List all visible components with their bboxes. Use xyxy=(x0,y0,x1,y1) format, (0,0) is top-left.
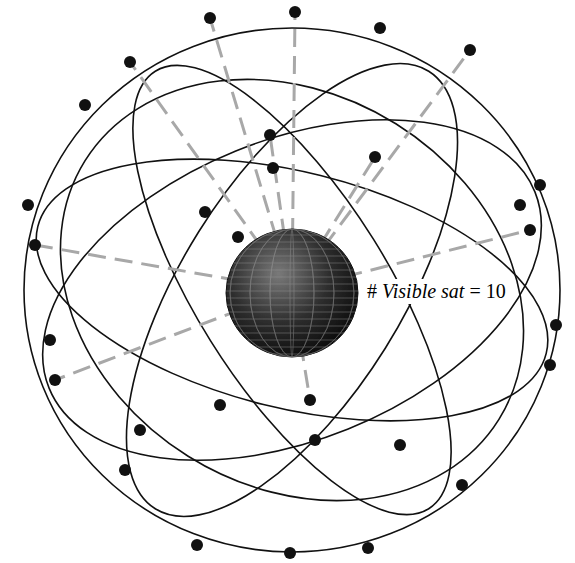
satellite-dots xyxy=(22,6,562,559)
latitude-line xyxy=(220,319,365,320)
annotation-text: Visible sat xyxy=(382,280,464,303)
latitude-line xyxy=(220,270,365,271)
satellite-dot xyxy=(214,399,226,411)
annotation-text: # xyxy=(367,280,377,303)
satellite-dot xyxy=(204,12,216,24)
satellite-dot xyxy=(550,319,562,331)
satellite-dot xyxy=(232,231,244,243)
satellite-dot xyxy=(267,162,279,174)
latitude-line xyxy=(220,347,365,348)
longitude-line xyxy=(270,229,314,357)
satellite-dot xyxy=(44,334,56,346)
latitude-line xyxy=(220,333,365,334)
satellite-dot xyxy=(289,6,301,18)
satellite-dot xyxy=(394,439,406,451)
latitude-line xyxy=(220,340,365,341)
satellite-dot xyxy=(362,542,374,554)
satellite-dot xyxy=(199,206,211,218)
longitude-line xyxy=(230,229,354,357)
satellite-dot xyxy=(464,44,476,56)
satellite-dot xyxy=(374,22,386,34)
longitude-line xyxy=(250,229,334,357)
latitude-line xyxy=(220,263,365,264)
latitude-line xyxy=(220,284,365,285)
longitude-line xyxy=(250,229,334,357)
latitude-line xyxy=(220,291,365,292)
satellite-dot xyxy=(369,151,381,163)
satellite-dot xyxy=(524,224,536,236)
orbit-ellipse xyxy=(24,28,560,552)
satellite-dot xyxy=(29,239,41,251)
latitude-line xyxy=(220,312,365,313)
longitude-line xyxy=(290,229,294,357)
latitude-line xyxy=(220,298,365,299)
longitude-line xyxy=(270,229,314,357)
satellite-dot xyxy=(534,179,546,191)
satellite-dot xyxy=(134,424,146,436)
satellite-dot xyxy=(304,394,316,406)
satellite-dot xyxy=(264,129,276,141)
satellite-dot xyxy=(22,199,34,211)
orbit-ellipse xyxy=(0,53,575,527)
latitude-line xyxy=(220,326,365,327)
longitude-line xyxy=(230,229,354,357)
earth-sphere xyxy=(220,229,365,357)
satellite-dot xyxy=(514,199,526,211)
latitude-line xyxy=(220,305,365,306)
satellite-dot xyxy=(284,547,296,559)
latitude-line xyxy=(220,277,365,278)
orbit-ellipse xyxy=(62,13,522,563)
visibility-lines xyxy=(35,12,530,400)
satellite-dot xyxy=(544,359,556,371)
annotation-text: = 10 xyxy=(469,280,505,303)
satellite-dot xyxy=(456,479,468,491)
satellite-dot xyxy=(79,99,91,111)
satellite-dot xyxy=(124,56,136,68)
satellite-dot xyxy=(191,539,203,551)
annotation-row: #Visible sat= 10 xyxy=(364,279,509,304)
satellite-dot xyxy=(49,374,61,386)
satellite-dot xyxy=(119,464,131,476)
latitude-line xyxy=(220,249,365,250)
orbit-ellipse xyxy=(74,20,510,559)
satellite-dot xyxy=(309,434,321,446)
